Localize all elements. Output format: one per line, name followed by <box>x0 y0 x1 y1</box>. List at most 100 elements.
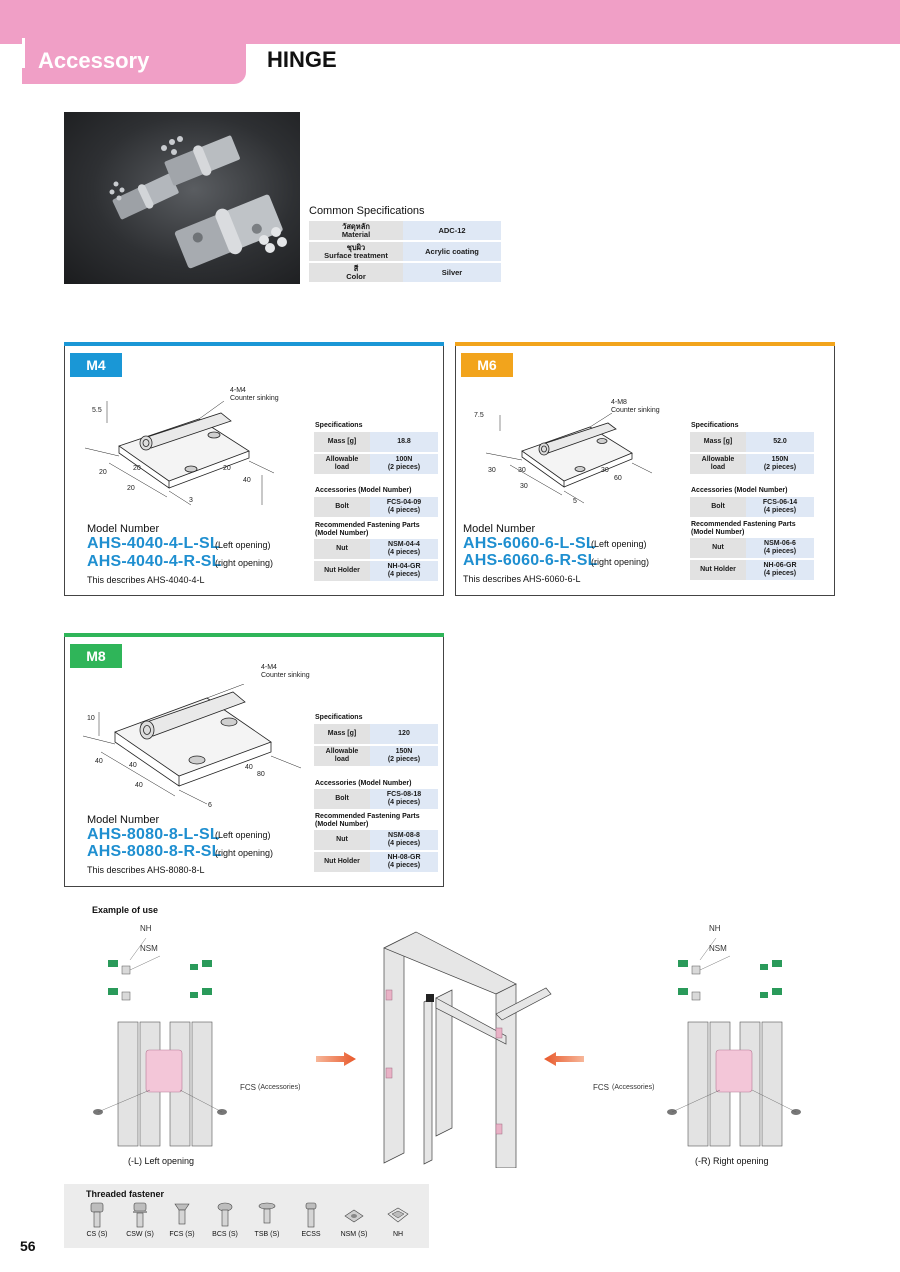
example-of-use-title: Example of use <box>92 905 159 915</box>
common-spec-title: Common Specifications <box>309 205 425 217</box>
fcs-label-left: FCS <box>240 1083 256 1092</box>
truss-screw-icon <box>258 1202 276 1224</box>
fastener-csw: CSW (S) <box>119 1202 161 1246</box>
spec-value: NH-06-GR(4 pieces) <box>746 560 814 580</box>
spec-key: Nut Holder <box>690 560 746 580</box>
fastener-cs: CS (S) <box>76 1202 118 1246</box>
spec-key: Nut <box>314 539 370 559</box>
socket-cap-screw-icon <box>90 1202 104 1228</box>
header-bar <box>0 0 900 44</box>
spec-key: Bolt <box>314 497 370 517</box>
dim-a: 20 <box>99 469 107 476</box>
spec-key: Mass [g] <box>314 724 370 744</box>
recommended-title: Recommended Fastening Parts(Model Number… <box>315 522 420 537</box>
dim-a: 30 <box>488 467 496 474</box>
dim-thickness: 5.5 <box>92 407 102 414</box>
model-number-label: Model Number <box>87 523 160 535</box>
product-photo <box>64 112 300 284</box>
spec-key: Bolt <box>690 497 746 517</box>
spec-value: Silver <box>403 263 501 282</box>
spec-value: 18.8 <box>370 432 438 452</box>
square-nut-icon <box>344 1209 364 1223</box>
spec-key: Nut <box>690 538 746 558</box>
spec-section-title: Specifications <box>691 422 739 429</box>
table-row: Mass [g]120 <box>314 724 438 744</box>
dim-c: 20 <box>127 485 135 492</box>
spec-key: สีColor <box>309 263 403 282</box>
spec-value: NH-04-GR(4 pieces) <box>370 561 438 581</box>
right-opening-caption: (-R) Right opening <box>695 1156 769 1166</box>
dim-f: 5 <box>573 498 577 505</box>
spec-section-title: Specifications <box>315 422 363 429</box>
spec-key: Nut Holder <box>314 561 370 581</box>
dim-c: 30 <box>520 483 528 490</box>
spec-key: Bolt <box>314 789 370 809</box>
accessories-title: Accessories (Model Number) <box>315 780 412 787</box>
spec-value: NSM-08-8(4 pieces) <box>370 830 438 850</box>
fastener-bcs: BCS (S) <box>204 1202 246 1246</box>
section-label: Accessory <box>38 48 150 73</box>
fastener-label: CS (S) <box>86 1231 108 1238</box>
nut-holder-icon <box>387 1207 409 1223</box>
fastener-label: CSW (S) <box>126 1231 154 1238</box>
dim-b: 40 <box>129 762 137 769</box>
recommended-title: Recommended Fastening Parts(Model Number… <box>691 521 796 536</box>
model-left: AHS-6060-6-L-SL <box>463 535 596 552</box>
model-right: AHS-4040-4-R-SL <box>87 553 222 570</box>
nh-label-left: NH <box>140 924 152 933</box>
model-left: AHS-4040-4-L-SL <box>87 535 220 552</box>
button-head-screw-icon <box>217 1202 233 1227</box>
fastener-label: BCS (S) <box>212 1231 238 1238</box>
accessories-title: Accessories (Model Number) <box>691 487 788 494</box>
spec-section-title: Specifications <box>315 714 363 721</box>
model-right: AHS-6060-6-R-SL <box>463 552 598 569</box>
spec-key: Mass [g] <box>690 432 746 452</box>
model-number-label: Model Number <box>87 814 160 826</box>
table-row: Mass [g]18.8 <box>314 432 438 452</box>
hinge-drawing <box>485 413 653 504</box>
recommended-title: Recommended Fastening Parts(Model Number… <box>315 813 420 828</box>
fcs-note-right: (Accessories) <box>612 1084 655 1091</box>
dim-a: 40 <box>95 758 103 765</box>
dim-e: 60 <box>614 475 622 482</box>
door-frame-diagram <box>383 931 552 1168</box>
model-left: AHS-8080-8-L-SL <box>87 826 220 843</box>
accessories-title: Accessories (Model Number) <box>315 487 412 494</box>
page-number: 56 <box>20 1238 36 1254</box>
spec-value: FCS-08-18(4 pieces) <box>370 789 438 809</box>
spec-value: ADC-12 <box>403 221 501 240</box>
fastener-label: FCS (S) <box>169 1231 195 1238</box>
table-row: สีColor Silver <box>309 263 501 282</box>
dim-d: 20 <box>223 465 231 472</box>
spec-key: Nut <box>314 830 370 850</box>
fastener-ecss: ECSS <box>290 1202 332 1246</box>
spec-value: NSM-06-6(4 pieces) <box>746 538 814 558</box>
nsm-label-left: NSM <box>140 944 158 953</box>
opening-left: (Left opening) <box>591 539 647 549</box>
spec-value: Acrylic coating <box>403 242 501 261</box>
table-row: Mass [g]52.0 <box>690 432 814 452</box>
model-number-label: Model Number <box>463 523 536 535</box>
describes-note: This describes AHS-8080-8-L <box>87 865 205 875</box>
fastener-label: NSM (S) <box>340 1231 368 1238</box>
